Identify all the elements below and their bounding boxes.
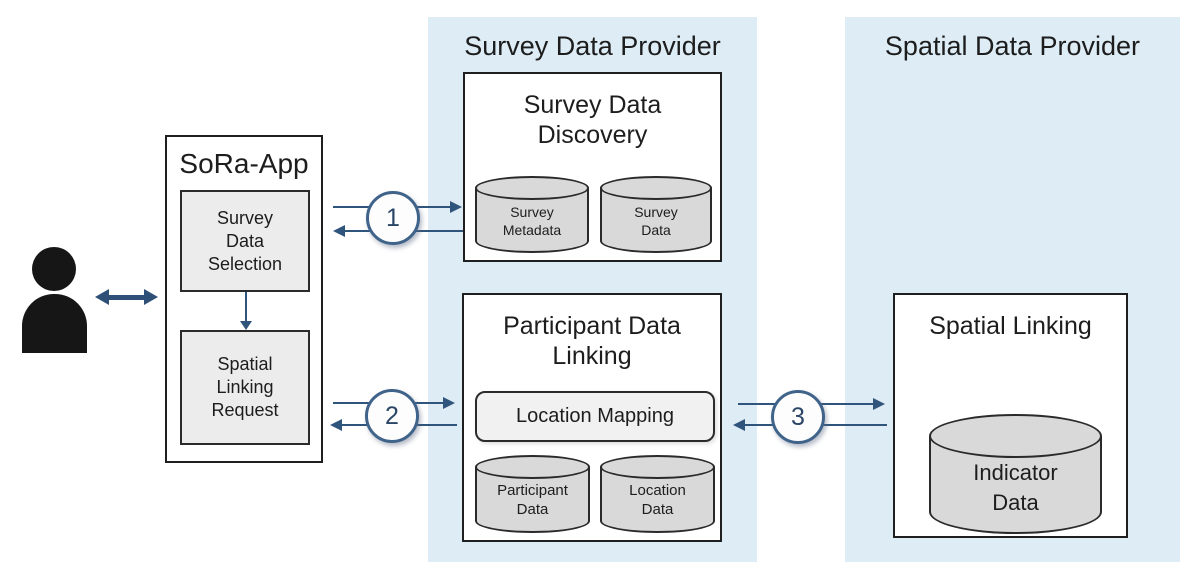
connector-step-1: 1 xyxy=(333,188,463,248)
database-cylinder-top-icon xyxy=(475,455,590,479)
bidirectional-arrow-icon xyxy=(95,289,158,306)
database-cylinder-top-icon xyxy=(600,455,715,479)
arrowhead-left-icon xyxy=(333,225,345,237)
participant-data-linking-box: Participant Data Linking Location Mappin… xyxy=(462,293,722,542)
step-circle-2: 2 xyxy=(365,389,419,443)
survey-data-discovery-title: Survey Data Discovery xyxy=(523,91,662,149)
database-cylinder-top-icon xyxy=(600,176,712,200)
spatial-linking-box: Spatial Linking Indicator Data xyxy=(893,293,1128,538)
arrowhead-right-icon xyxy=(450,201,462,213)
participant-data-cylinder: Participant Data xyxy=(475,455,590,533)
survey-metadata-cylinder: Survey Metadata xyxy=(475,176,589,253)
spatial-linking-title: Spatial Linking xyxy=(929,312,1092,340)
database-cylinder-top-icon xyxy=(475,176,589,200)
cylinder-label: Indicator Data xyxy=(973,459,1058,515)
database-cylinder-top-icon xyxy=(929,414,1102,458)
database-cylinder-icon xyxy=(475,188,589,253)
database-cylinder-icon xyxy=(600,467,715,533)
spatial-data-provider-panel: Spatial Data Provider Spatial Linking In… xyxy=(845,17,1180,562)
indicator-data-cylinder: Indicator Data xyxy=(929,414,1102,534)
location-mapping-box: Location Mapping xyxy=(475,391,715,442)
arrowhead-right-icon xyxy=(443,397,455,409)
step-circle-1: 1 xyxy=(366,191,420,245)
survey-data-provider-panel: Survey Data Provider Survey Data Discove… xyxy=(428,17,757,562)
arrow-shaft xyxy=(105,295,148,300)
spatial-linking-request-box: Spatial Linking Request xyxy=(180,330,310,445)
survey-data-selection-box: Survey Data Selection xyxy=(180,190,310,292)
connector-step-2: 2 xyxy=(330,387,457,447)
cylinder-label: Survey Data xyxy=(634,203,678,238)
location-data-cylinder: Location Data xyxy=(600,455,715,533)
spatial-data-provider-title: Spatial Data Provider xyxy=(884,31,1141,61)
arrowhead-left-icon xyxy=(733,419,745,431)
cylinder-label: Survey Metadata xyxy=(502,203,562,238)
down-arrow-shaft xyxy=(245,292,247,321)
arrowhead-right-icon xyxy=(144,289,158,305)
arrowhead-right-icon xyxy=(873,398,885,410)
step-circle-3: 3 xyxy=(771,390,825,444)
person-icon xyxy=(32,247,76,291)
sora-app-box: SoRa-App Survey Data Selection Spatial L… xyxy=(165,135,323,463)
survey-data-cylinder: Survey Data xyxy=(600,176,712,253)
arrowhead-left-icon xyxy=(95,289,109,305)
sora-app-title: SoRa-App xyxy=(179,148,309,179)
participant-data-linking-title: Participant Data Linking xyxy=(503,312,681,370)
cylinder-label: Location Data xyxy=(629,482,686,518)
connector-step-3: 3 xyxy=(733,388,887,448)
survey-data-discovery-box: Survey Data Discovery Survey Metadata Su… xyxy=(463,72,722,262)
person-icon-body xyxy=(22,294,87,353)
arrowhead-left-icon xyxy=(330,419,342,431)
cylinder-label: Participant Data xyxy=(497,482,568,518)
survey-data-provider-title: Survey Data Provider xyxy=(464,31,721,61)
down-arrow-icon xyxy=(240,321,252,330)
